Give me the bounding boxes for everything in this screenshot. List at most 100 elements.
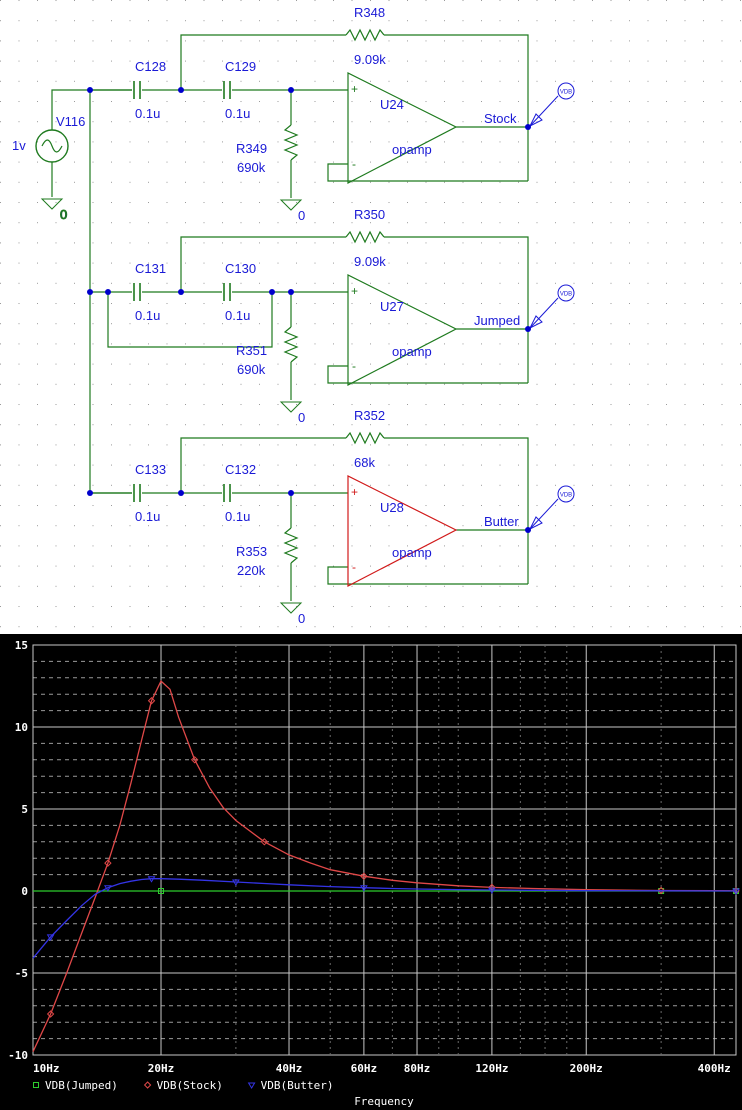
legend-label: VDB(Stock) (157, 1079, 223, 1092)
junction-dot (178, 490, 184, 496)
voltage-source-v116[interactable]: V116 1v (12, 114, 85, 163)
x-tick-label: 120Hz (475, 1062, 508, 1075)
legend-item: VDB(Stock) (143, 1079, 223, 1092)
y-tick-label: 0 (21, 885, 28, 898)
y-tick-label: 15 (15, 639, 28, 652)
data-point (657, 886, 665, 895)
capacitor-value: 0.1u (225, 308, 250, 323)
resistor-value: 9.09k (354, 52, 386, 67)
junction-dot (105, 289, 111, 295)
data-point (33, 1082, 39, 1088)
ground-label: 0 (298, 208, 305, 223)
junction-dot (288, 490, 294, 496)
opamp-model: opamp (392, 142, 432, 157)
legend-item: VDB(Jumped) (33, 1079, 118, 1092)
data-point (360, 885, 368, 892)
data-point (360, 872, 368, 880)
vdb-probe-icon[interactable]: VDB (528, 284, 575, 330)
capacitor-value: 0.1u (135, 106, 160, 121)
data-point (260, 838, 269, 846)
vdb-probe-icon[interactable]: VDB (528, 82, 575, 128)
plus-sign: + (351, 485, 358, 499)
opamp-u24[interactable]: + - U24 opamp (347, 72, 458, 184)
ground-symbol: 0 (40, 198, 68, 223)
capacitor-c128[interactable]: C128 0.1u (133, 59, 166, 121)
capacitor-c133[interactable]: C133 0.1u (133, 462, 166, 524)
series-line (32, 680, 737, 1052)
minus-sign: - (352, 157, 356, 171)
data-point (103, 885, 112, 892)
plus-sign: + (351, 82, 358, 96)
opamp-model: opamp (392, 344, 432, 359)
data-point (488, 887, 496, 894)
data-point (190, 756, 199, 764)
opamp-name: U24 (380, 97, 404, 112)
x-tick-label: 20Hz (148, 1062, 175, 1075)
resistor-name: R350 (354, 207, 385, 222)
resistor-name: R352 (354, 408, 385, 423)
resistor-r352[interactable]: R352 68k (345, 408, 385, 470)
stage-wires (90, 437, 529, 601)
junction-dot (288, 289, 294, 295)
resistor-value: 220k (237, 563, 266, 578)
legend-item: VDB(Butter) (247, 1079, 334, 1092)
capacitor-name: C130 (225, 261, 256, 276)
series-vdbbutter (32, 876, 740, 959)
minus-sign: - (352, 359, 356, 373)
data-point (104, 859, 112, 867)
capacitor-value: 0.1u (135, 308, 160, 323)
data-point (232, 879, 240, 886)
ground-symbol: 0 (279, 401, 305, 425)
series-line (32, 878, 737, 959)
resistor-r353[interactable]: R353 220k (236, 527, 299, 578)
junction-dot (269, 289, 275, 295)
junction-dot (525, 326, 531, 332)
junction-dot (87, 289, 93, 295)
x-tick-label: 80Hz (404, 1062, 431, 1075)
capacitor-name: C128 (135, 59, 166, 74)
resistor-value: 690k (237, 160, 266, 175)
capacitor-name: C129 (225, 59, 256, 74)
probe-label: VDB (560, 292, 572, 298)
resistor-value: 68k (354, 455, 375, 470)
data-point (247, 1082, 256, 1089)
capacitor-c129[interactable]: C129 0.1u (223, 59, 256, 121)
capacitor-value: 0.1u (225, 106, 250, 121)
data-point (147, 876, 156, 883)
data-point (158, 888, 165, 894)
y-tick-label: 5 (21, 803, 28, 816)
ground-symbol: 0 (279, 602, 305, 626)
resistor-r349[interactable]: R349 690k (236, 124, 299, 175)
resistor-name: R353 (236, 544, 267, 559)
resistor-value: 690k (237, 362, 266, 377)
junction-dot (525, 124, 531, 130)
probe-label: VDB (560, 90, 572, 96)
source-value: 1v (12, 138, 26, 153)
x-tick-label: 10Hz (33, 1062, 60, 1075)
y-tick-label: 10 (15, 721, 28, 734)
resistor-name: R349 (236, 141, 267, 156)
capacitor-value: 0.1u (135, 509, 160, 524)
junction-dot (178, 289, 184, 295)
legend-label: VDB(Butter) (261, 1079, 334, 1092)
x-tick-label: 200Hz (570, 1062, 603, 1075)
y-tick-label: -5 (15, 967, 28, 980)
capacitor-c130[interactable]: C130 0.1u (223, 261, 256, 323)
data-point (732, 888, 740, 895)
vdb-probe-icon[interactable]: VDB (528, 485, 575, 531)
junction-dot (288, 87, 294, 93)
x-tick-label: 400Hz (698, 1062, 731, 1075)
capacitor-name: C133 (135, 462, 166, 477)
plot-frame (32, 644, 737, 1056)
junction-dot (178, 87, 184, 93)
